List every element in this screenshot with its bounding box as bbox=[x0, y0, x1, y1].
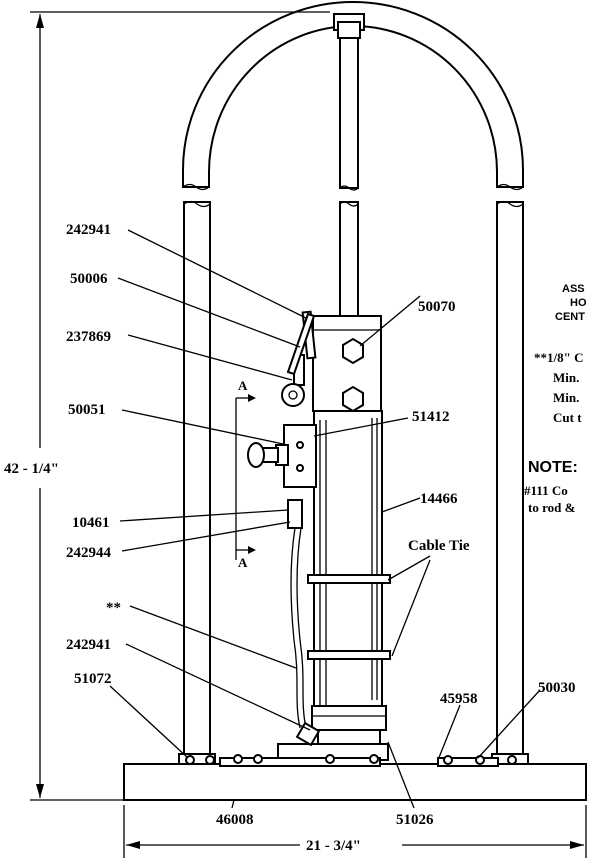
cable-note-line4: Cut t bbox=[553, 410, 582, 425]
note-title: NOTE: bbox=[528, 459, 578, 476]
callout-50051: 50051 bbox=[68, 402, 106, 418]
callout-50070: 50070 bbox=[418, 299, 456, 315]
section-mark-top: A bbox=[238, 378, 248, 393]
callout-46008: 46008 bbox=[216, 812, 254, 828]
note-line2: to rod & bbox=[528, 500, 576, 515]
height-dimension bbox=[30, 11, 330, 801]
callout-242944: 242944 bbox=[66, 545, 112, 561]
section-mark-bottom: A bbox=[238, 555, 248, 570]
assembly-note-line2: HO bbox=[570, 297, 587, 309]
callout-14466: 14466 bbox=[420, 491, 458, 507]
assembly-note-line1: ASS bbox=[562, 283, 585, 295]
cable-note-line1: **1/8" C bbox=[534, 350, 583, 365]
callout-51026: 51026 bbox=[396, 812, 434, 828]
cable-note-line2: Min. bbox=[553, 370, 579, 385]
valve-linkage bbox=[247, 310, 321, 747]
callout-51412: 51412 bbox=[412, 409, 450, 425]
width-dimension bbox=[123, 805, 587, 858]
callout-cable-tie: Cable Tie bbox=[408, 538, 470, 554]
callout-51072: 51072 bbox=[74, 671, 112, 687]
callout-242941-bottom: 242941 bbox=[66, 637, 111, 653]
leader-lines bbox=[109, 229, 541, 809]
height-dimension-label: 42 - 1/4" bbox=[4, 461, 59, 477]
callout-double-star: ** bbox=[106, 600, 121, 616]
side-notes: ASS HO CENT **1/8" C Min. Min. Cut t NOT… bbox=[524, 283, 587, 515]
cable-note-line3: Min. bbox=[553, 390, 579, 405]
callout-10461: 10461 bbox=[72, 515, 110, 531]
callout-237869: 237869 bbox=[66, 329, 111, 345]
width-dimension-label: 21 - 3/4" bbox=[306, 838, 361, 854]
note-line1: #111 Co bbox=[524, 483, 568, 498]
center-rod bbox=[333, 13, 365, 318]
callout-242941-top: 242941 bbox=[66, 222, 111, 238]
callout-45958: 45958 bbox=[440, 691, 478, 707]
callout-50006: 50006 bbox=[70, 271, 108, 287]
arch-frame bbox=[178, 1, 529, 765]
base-plate bbox=[123, 754, 587, 801]
cylinder-assembly bbox=[277, 315, 391, 761]
callout-50030: 50030 bbox=[538, 680, 576, 696]
assembly-note-line3: CENT bbox=[555, 311, 585, 323]
section-a-a bbox=[235, 394, 256, 560]
